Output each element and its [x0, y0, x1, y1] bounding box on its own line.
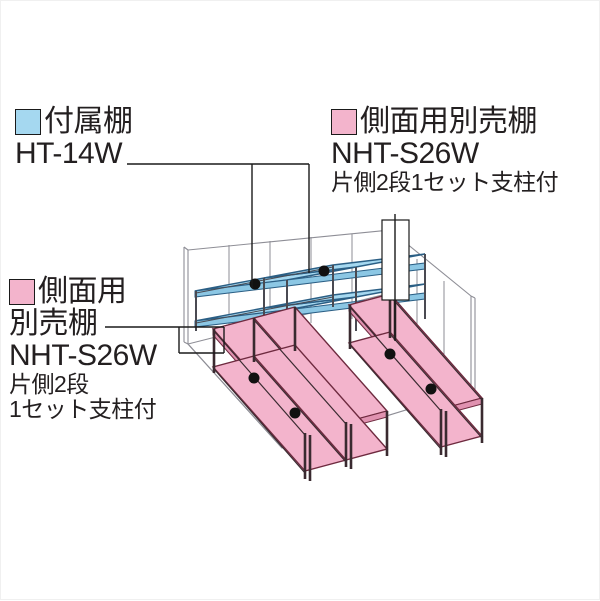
- blue-swatch-icon: [15, 109, 41, 135]
- right-wall-mullions: [416, 259, 445, 375]
- pink-shelf-right-posts: [348, 294, 484, 457]
- pink-shelf-right-brackets: [349, 295, 483, 450]
- pink-shelf-right-lower: [347, 331, 484, 448]
- blue-shelf-brackets: [195, 266, 334, 324]
- legend-blue-name: 付属棚: [44, 105, 133, 138]
- legend-pink-right-row: 側面用別売棚: [331, 107, 558, 137]
- legend-pink-left-code: NHT-S26W: [9, 339, 157, 372]
- legend-pink-shelf-right: 側面用別売棚 NHT-S26W 片側2段1セット支柱付: [331, 107, 559, 195]
- pink-shelf-left-lower: [211, 344, 389, 472]
- legend-pink-right-name: 側面用別売棚: [360, 105, 538, 138]
- blue-shelf-lower: [194, 283, 426, 328]
- blue-shelf-posts: [195, 254, 426, 345]
- pink-shelf-left-upper: [211, 306, 389, 441]
- pink-shelf-left-mount-dots: [248, 372, 301, 419]
- pink-shelf-right-mount-dots: [384, 348, 437, 395]
- pink-shelf-left-brackets: [213, 319, 347, 474]
- legend-pink-left-row: 側面用: [9, 277, 157, 307]
- legend-blue-code: HT-14W: [15, 137, 123, 170]
- leader-line-ht14w: [127, 163, 310, 288]
- pink-shelf-right-upper: [347, 293, 484, 417]
- room-wireframe: [183, 229, 476, 449]
- legend-blue-row: 付属棚: [15, 107, 133, 137]
- legend-pink-right-code: NHT-S26W: [331, 137, 479, 170]
- legend-pink-left-spec2: 1セット支柱付: [9, 396, 157, 422]
- pink-swatch-icon: [331, 109, 357, 135]
- legend-pink-shelf-left: 側面用 別売棚 NHT-S26W 片側2段 1セット支柱付: [9, 277, 157, 421]
- legend-pink-left-name1: 側面用: [38, 275, 127, 308]
- legend-blue-shelf: 付属棚 HT-14W: [15, 107, 133, 169]
- blue-shelf-upper: [194, 253, 426, 298]
- legend-pink-left-spec1: 片側2段: [9, 371, 89, 397]
- legend-pink-right-spec: 片側2段1セット支柱付: [331, 169, 559, 195]
- pink-swatch-icon-left: [9, 279, 35, 305]
- right-leader-mask: [381, 219, 410, 301]
- legend-pink-left-name2: 別売棚: [9, 307, 98, 340]
- pink-shelf-right-upper2: [390, 294, 482, 404]
- pink-shelf-left-posts: [212, 307, 389, 481]
- blue-shelf-mount-dots: [249, 265, 330, 290]
- back-wall-mullions: [228, 234, 353, 331]
